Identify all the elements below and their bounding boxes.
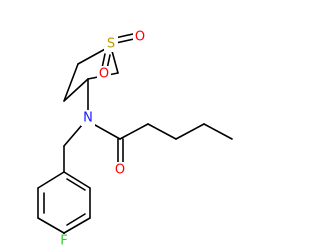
bond-nitrogen-to-carbonyl bbox=[94, 124, 121, 140]
fluorine-atom: F bbox=[57, 234, 71, 249]
sulfonyl-oxygen-right-atom: O bbox=[133, 30, 147, 46]
chain-bond-1 bbox=[119, 123, 149, 140]
fluorine-label: F bbox=[60, 234, 67, 249]
benzene-inner-double-2 bbox=[66, 213, 86, 226]
benzene-bond-6 bbox=[37, 171, 65, 189]
amide-nitrogen-atom: N bbox=[81, 110, 95, 126]
amide-nitrogen-label: N bbox=[83, 111, 93, 126]
ring-bond-s-c2 bbox=[77, 47, 108, 65]
molecule-structure-drawing: S O O N O F bbox=[37, 30, 233, 249]
carbonyl-oxygen-label: O bbox=[115, 163, 125, 178]
ring-bond-c2-c3 bbox=[63, 63, 79, 102]
chain-bond-4 bbox=[203, 123, 233, 140]
benzene-bond-1 bbox=[63, 171, 91, 189]
chain-bond-3 bbox=[175, 123, 205, 140]
benzene-bond-4 bbox=[37, 217, 65, 234]
bond-nitrogen-to-benzyl-ch2 bbox=[63, 124, 83, 147]
sulfonyl-oxygen-right-label: O bbox=[135, 30, 145, 45]
sulfonyl-oxygen-bottom-label: O bbox=[99, 67, 109, 82]
sulfonyl-double-bond-bottom-a bbox=[101, 53, 106, 69]
benzene-bond-3 bbox=[63, 217, 91, 234]
sulfur-atom: S bbox=[104, 36, 118, 52]
chain-bond-2 bbox=[147, 123, 177, 140]
ring-bond-c3-c4 bbox=[63, 78, 89, 102]
benzene-inner-double-1 bbox=[66, 178, 86, 191]
sulfonyl-double-bond-right-b bbox=[115, 38, 135, 44]
sulfonyl-oxygen-bottom-atom: O bbox=[97, 66, 111, 82]
carbonyl-oxygen-atom: O bbox=[113, 162, 127, 178]
sulfur-label: S bbox=[107, 37, 115, 52]
ring-bond-c5-s bbox=[111, 50, 119, 74]
